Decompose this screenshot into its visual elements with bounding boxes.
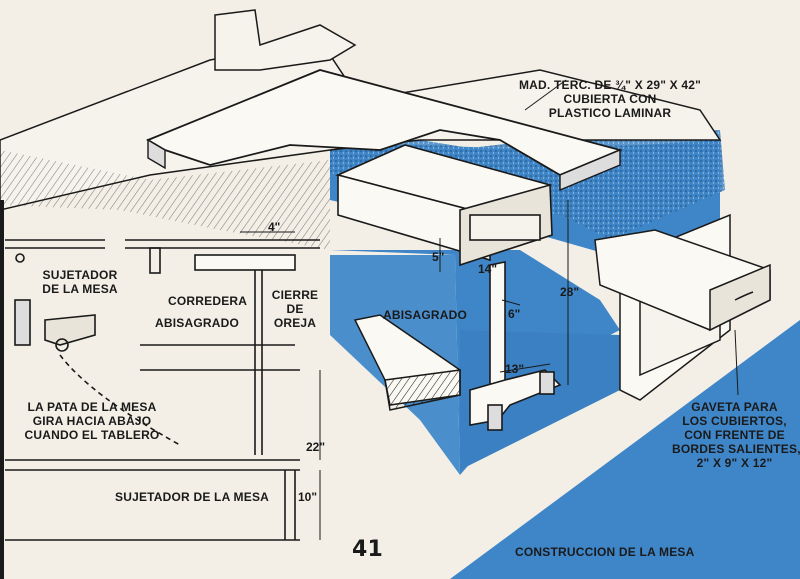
abisagrado-center-label: ABISAGRADO (383, 308, 468, 322)
dim-10: 10" (298, 490, 318, 504)
dim-6: 6" (508, 307, 521, 321)
cierre-line-1: CIERRE (271, 288, 319, 302)
cierre-label: CIERRE DE OREJA (260, 288, 330, 330)
dim-13: 13" (505, 362, 525, 376)
top-material-line-1: MAD. TERC. DE ¾" x 29" x 42" (518, 78, 702, 92)
gaveta-label: GAVETA PARA LOS CUBIERTOS, CON FRENTE DE… (672, 400, 800, 470)
table-leg (469, 261, 562, 431)
page-edge (0, 200, 4, 579)
sujetador-top-line-2: DE LA MESA (42, 282, 118, 296)
top-material-label: MAD. TERC. DE ¾" x 29" x 42" CUBIERTA CO… (515, 78, 705, 120)
abisagrado-left-label: ABISAGRADO (155, 316, 240, 330)
gaveta-line-3: CON FRENTE DE (684, 428, 785, 442)
gaveta-line-5: 2" x 9" x 12" (696, 456, 773, 470)
caption: CONSTRUCCION DE LA MESA (515, 545, 695, 559)
left-detail (5, 239, 320, 541)
drawer-frame (335, 144, 553, 267)
cierre-line-3: OREJA (273, 316, 317, 330)
dim-5: 5" (432, 250, 445, 264)
gaveta-line-4: BORDES SALIENTES, (672, 442, 800, 456)
dim-4: 4" (268, 220, 281, 234)
pata-line-1: LA PATA DE LA MESA (27, 400, 157, 414)
gaveta-line-1: GAVETA PARA (691, 400, 778, 414)
dim-28: 28" (560, 285, 580, 299)
dim-14: 14" (478, 262, 498, 276)
top-material-line-2: CUBIERTA CON (563, 92, 657, 106)
cierre-line-2: DE (286, 302, 304, 316)
pata-label: LA PATA DE LA MESA GIRA HACIA ABAJO CUAN… (12, 400, 172, 442)
pata-line-3: CUANDO EL TABLERO (24, 428, 160, 442)
gaveta-line-2: LOS CUBIERTOS, (682, 414, 787, 428)
top-material-line-3: PLASTICO LAMINAR (548, 106, 672, 120)
sujetador-bottom-label: SUJETADOR DE LA MESA (115, 490, 270, 504)
dim-22: 22" (306, 440, 326, 454)
right-cabinet (594, 213, 771, 401)
sujetador-top-label: SUJETADOR DE LA MESA (20, 268, 140, 296)
left-ledge (353, 314, 461, 411)
table-top (145, 69, 623, 192)
page-number: 41 (352, 537, 384, 562)
corredera-label: CORREDERA (168, 294, 248, 308)
pata-line-2: GIRA HACIA ABAJO (32, 414, 152, 428)
dimension-lines (240, 79, 739, 540)
sujetador-top-line-1: SUJETADOR (42, 268, 118, 282)
back-wall (0, 9, 722, 250)
